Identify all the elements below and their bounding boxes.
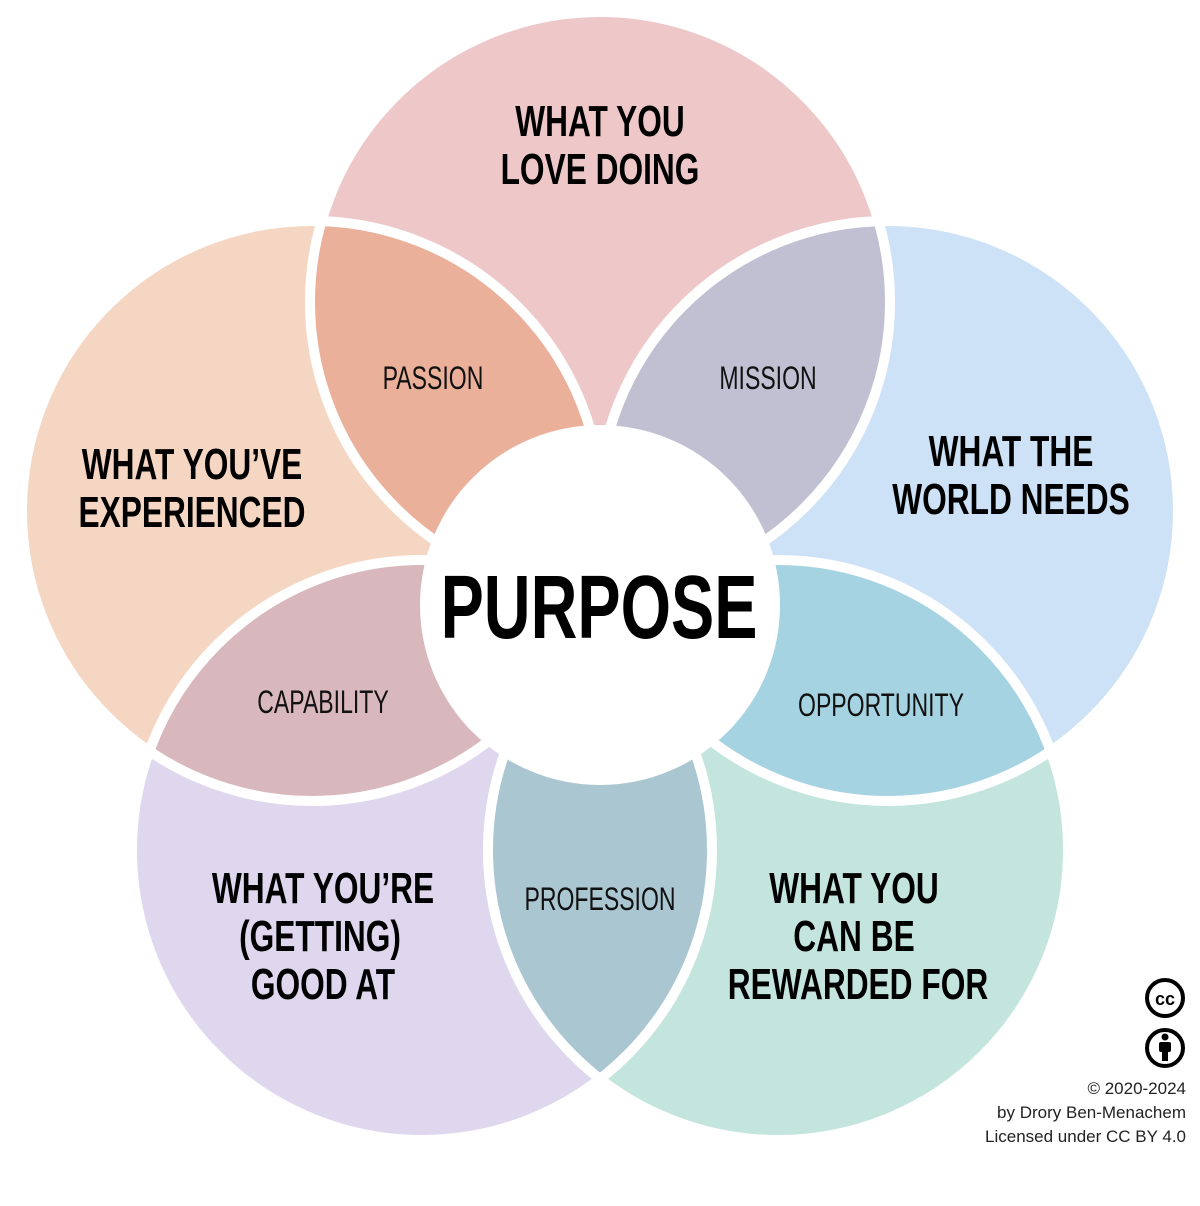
world-line1: WHAT THE [929,427,1094,476]
center-circle [420,425,780,785]
world-line2: WORLD NEEDS [892,475,1130,524]
rewarded-line3: REWARDED FOR [728,960,988,1009]
rewarded-line2: CAN BE [793,912,914,961]
capability-label: CAPABILITY [257,684,388,720]
copyright-text: © 2020-2024 [1087,1079,1186,1098]
good-line3: GOOD AT [251,960,395,1009]
svg-text:cc: cc [1155,989,1175,1009]
passion-label: PASSION [383,360,484,396]
cc-icon: cc [1145,978,1185,1018]
attribution-icon [1145,1028,1185,1068]
love-line2: LOVE DOING [501,145,700,194]
experienced-line1: WHAT YOU’VE [82,440,303,489]
author-text: by Drory Ben-Menachem [997,1103,1186,1122]
good-line2: (GETTING) [239,912,401,961]
rewarded-line1: WHAT YOU [769,864,939,913]
opportunity-label: OPPORTUNITY [798,687,964,723]
good-line1: WHAT YOU’RE [212,864,434,913]
license-text: Licensed under CC BY 4.0 [985,1127,1186,1146]
profession-label: PROFESSION [524,881,675,917]
purpose-title: PURPOSE [441,557,758,658]
love-line1: WHAT YOU [515,97,685,146]
experienced-line2: EXPERIENCED [78,488,305,537]
mission-label: MISSION [719,360,816,396]
